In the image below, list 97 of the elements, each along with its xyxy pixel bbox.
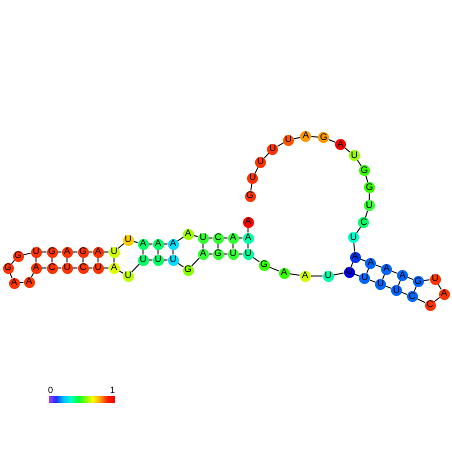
nucleotide-circle: A bbox=[350, 252, 360, 262]
nucleotide-circle: U bbox=[348, 150, 360, 162]
nucleotide-circle: U bbox=[322, 270, 334, 282]
nucleotide-circle: U bbox=[242, 248, 254, 260]
nucleotide-circle: A bbox=[381, 264, 392, 275]
backbone-line bbox=[369, 280, 376, 283]
nucleotide-circle: U bbox=[122, 270, 134, 282]
nucleotide-circle: A bbox=[396, 270, 408, 281]
nucleotide-circle: U bbox=[152, 254, 164, 266]
nucleotide-circle: U bbox=[228, 248, 238, 260]
nucleotide-circle: U bbox=[375, 278, 386, 290]
backbone-line bbox=[401, 292, 408, 295]
backbone-line bbox=[416, 298, 426, 304]
nucleotide-circle: U bbox=[267, 144, 278, 154]
nucleotide-circle: U bbox=[30, 246, 42, 258]
nucleotide-circle: A bbox=[198, 248, 208, 260]
nucleotide-circle: U bbox=[108, 246, 120, 258]
nucleotide-circle: C bbox=[424, 300, 436, 310]
nucleotide-circle: G bbox=[358, 164, 370, 176]
nucleotide-circle: A bbox=[92, 246, 104, 258]
backbone-line bbox=[328, 139, 336, 143]
nucleotide-circle: U bbox=[430, 274, 440, 284]
base-pair-line bbox=[202, 243, 204, 249]
nucleotide-circle: G bbox=[258, 260, 270, 270]
nucleotide-circle: U bbox=[122, 234, 134, 246]
nucleotide-circle: A bbox=[242, 216, 254, 228]
nucleotide-circle: G bbox=[412, 276, 424, 287]
nucleotide-circle: A bbox=[152, 238, 164, 250]
nucleotide-circle: G bbox=[244, 190, 256, 202]
backbone-line bbox=[385, 286, 392, 289]
nucleotide-circle: C bbox=[358, 217, 370, 228]
backbone-line bbox=[254, 166, 259, 174]
base-pair-line bbox=[232, 243, 234, 249]
nucleotide-circle: A bbox=[242, 232, 254, 244]
nucleotide-circle: G bbox=[12, 250, 24, 262]
backbone-line bbox=[268, 266, 280, 272]
base-pair-line bbox=[82, 257, 84, 263]
scale-tick-label: 0 bbox=[48, 386, 54, 395]
backbone-line bbox=[131, 264, 140, 272]
nucleotide-circle: A bbox=[438, 288, 450, 300]
backbone-line bbox=[407, 276, 414, 280]
base-pair-line bbox=[172, 249, 174, 255]
nucleotide-circle: U bbox=[364, 200, 375, 212]
backbone-line bbox=[375, 264, 382, 268]
nucleotide-circle: U bbox=[138, 254, 148, 266]
backbone-line bbox=[391, 270, 398, 274]
base-pair-line bbox=[142, 249, 144, 255]
backbone-line bbox=[353, 242, 356, 252]
nucleotide-circle: U bbox=[359, 272, 370, 284]
nucleotide-circle: U bbox=[282, 134, 294, 146]
nucleotide-circle: A bbox=[182, 228, 194, 240]
nucleotide-circle: A bbox=[365, 258, 376, 269]
nucleotide-circle: A bbox=[278, 268, 290, 278]
nucleotide-circle: G bbox=[2, 262, 14, 274]
nucleotide-circle: A bbox=[168, 238, 178, 250]
backbone-line bbox=[191, 258, 200, 266]
nucleotide-circle: U bbox=[255, 156, 266, 168]
backbone-line bbox=[288, 273, 300, 276]
nucleotide-circle: G bbox=[46, 246, 58, 258]
backbone-line bbox=[356, 160, 362, 166]
nucleotide-circle: G bbox=[212, 248, 224, 260]
backbone-line bbox=[177, 236, 184, 242]
nucleotide-circle: G bbox=[364, 182, 375, 194]
nucleotide-circle: A bbox=[62, 246, 72, 258]
nucleotide-circle: G bbox=[318, 132, 330, 144]
nucleotide-circle: U bbox=[390, 284, 402, 296]
nucleotide-circle: A bbox=[30, 262, 42, 274]
nucleotide-circle: C bbox=[212, 232, 224, 244]
nucleotide-circle: U bbox=[198, 232, 208, 244]
nucleotide-circle: G bbox=[78, 246, 88, 258]
nucleotide-circle: U bbox=[348, 232, 359, 243]
nucleotide-circle: A bbox=[24, 276, 34, 288]
nucleotide-circle: U bbox=[62, 262, 72, 274]
nucleotide-circle: A bbox=[108, 262, 120, 274]
nucleotide-circle: G bbox=[182, 264, 194, 276]
nucleotide-circle: A bbox=[300, 130, 312, 142]
backbone-line bbox=[177, 262, 184, 268]
nucleotide-circle: C bbox=[46, 262, 58, 274]
backbone-line bbox=[368, 192, 370, 201]
backbone-line bbox=[310, 136, 319, 138]
backbone-line bbox=[276, 142, 284, 147]
nucleotide-circle: A bbox=[334, 138, 346, 150]
backbone-line bbox=[423, 279, 430, 282]
nucleotide-circle: U bbox=[168, 254, 178, 266]
nucleotide-circle: U bbox=[344, 266, 354, 278]
nucleotide-circle: A bbox=[8, 278, 20, 288]
nucleotide-circle: A bbox=[300, 270, 310, 282]
nucleotide-circle: A bbox=[138, 238, 148, 250]
nucleotide-circle: A bbox=[228, 232, 238, 244]
nucleotide-circle: C bbox=[406, 290, 418, 302]
backbone-line bbox=[250, 183, 252, 192]
nucleotide-circle: C bbox=[78, 262, 88, 274]
base-pair-line bbox=[66, 257, 68, 263]
nucleotide-circle: U bbox=[92, 262, 104, 274]
nucleotide-circle: U bbox=[247, 172, 258, 184]
scale-tick-label: 1 bbox=[110, 386, 116, 395]
backbone-line bbox=[332, 272, 344, 276]
